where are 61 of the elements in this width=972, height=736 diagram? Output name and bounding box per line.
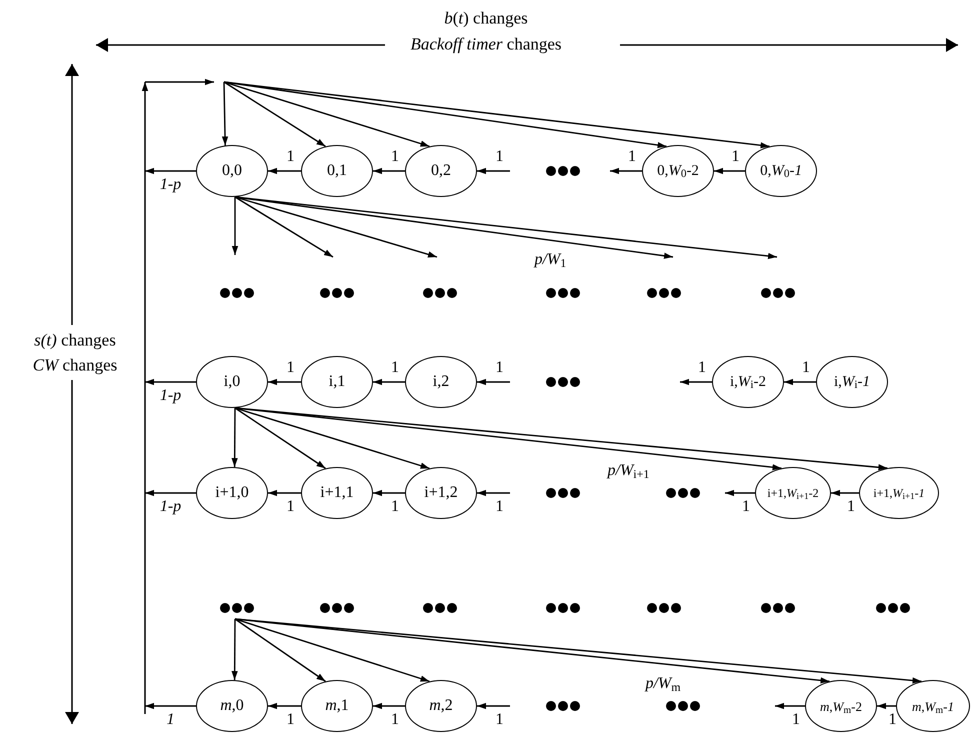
arrow	[145, 378, 196, 386]
state-label: i,2	[432, 374, 450, 390]
state-label: m,W$_{m}$-2	[820, 700, 862, 712]
edge-label: p/W$_{i+1}$	[608, 463, 650, 480]
arrow	[224, 81, 430, 148]
state-label: 0,1	[327, 163, 347, 179]
arrow	[232, 408, 238, 468]
state-label: i+1,0	[215, 485, 249, 501]
state-label: i,0	[224, 374, 240, 390]
arrow	[268, 490, 301, 496]
arrow	[373, 490, 405, 496]
edge-label: 1-p	[160, 177, 182, 193]
arrow	[232, 197, 238, 255]
arrow	[234, 407, 430, 470]
arrow	[477, 490, 510, 496]
arrow	[477, 168, 510, 174]
state-label: m,0	[220, 698, 244, 714]
arrow	[145, 490, 196, 496]
state-label: m,W$_{m}$-1	[912, 700, 954, 712]
arrow	[234, 407, 326, 469]
edge-label: p/W$_{m}$	[645, 676, 681, 692]
arrow	[784, 378, 816, 386]
arrow	[268, 378, 301, 386]
state-label: i,W$_{i}$-2	[730, 374, 766, 390]
arrow	[610, 168, 642, 174]
state-label: 0,W$_{0}$-1	[760, 164, 802, 178]
arrow	[373, 378, 405, 386]
state-label: i+1,2	[424, 485, 458, 501]
arrow	[373, 168, 405, 174]
arrow	[877, 702, 896, 710]
arrow	[680, 378, 712, 386]
arrow	[234, 196, 334, 258]
state-label: 0,0	[222, 163, 242, 179]
state-label: i+1,W$_{i+1}$-1	[873, 487, 925, 499]
edge-label: 1-p	[160, 499, 182, 515]
arrow	[477, 702, 510, 710]
state-label: i+1,W$_{i+1}$-2	[767, 487, 819, 499]
arrow	[145, 702, 196, 710]
arrow	[145, 168, 196, 174]
arrow	[234, 618, 430, 682]
arrow	[268, 702, 301, 710]
edge-label: p/W$_{1}$	[534, 252, 566, 268]
arrow	[714, 168, 745, 174]
arrow	[775, 702, 805, 710]
state-label: m,2	[429, 698, 453, 714]
arrow	[831, 490, 859, 496]
arrow	[234, 618, 326, 682]
arrow	[268, 168, 301, 174]
state-label: 0,2	[431, 163, 451, 179]
arrow	[725, 490, 755, 496]
state-label: i+1,1	[320, 485, 354, 501]
state-label: i,W$_{i}$-1	[834, 374, 870, 390]
edge-label: 1-p	[160, 388, 182, 404]
state-label: m,1	[325, 698, 349, 714]
arrow	[232, 619, 238, 680]
arrow	[477, 378, 510, 386]
arrow	[224, 81, 326, 147]
arrow	[373, 702, 405, 710]
state-label: i,1	[328, 374, 346, 390]
arrow	[222, 82, 228, 146]
state-label: 0,W$_{0}$-2	[657, 164, 699, 178]
